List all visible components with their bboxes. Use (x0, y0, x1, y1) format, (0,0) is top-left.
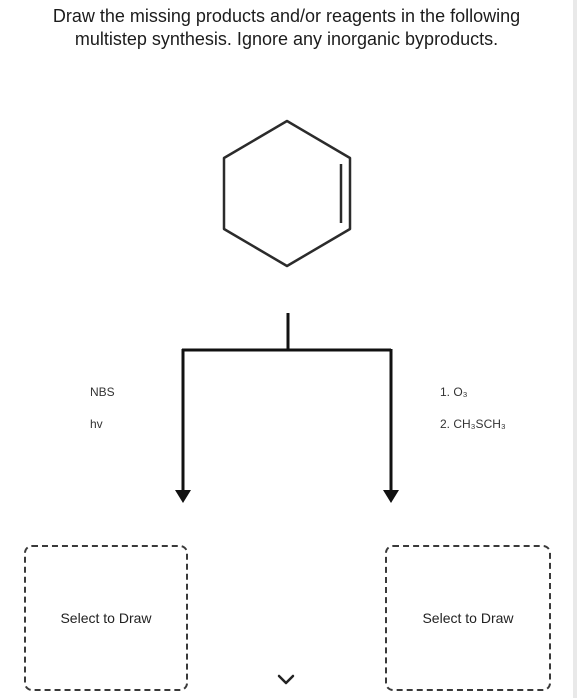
left-reagent-nbs: NBS (90, 385, 115, 399)
right-draw-label: Select to Draw (422, 610, 514, 626)
left-arrowhead (175, 490, 191, 503)
right-reagent-ozone: 1. O₃ (440, 385, 468, 399)
cyclohexene-structure (222, 119, 352, 268)
right-product-draw-box[interactable]: Select to Draw (385, 545, 551, 691)
branch-arrows (181, 313, 393, 492)
right-reagent-dms: 2. CH₃SCH₃ (440, 417, 506, 431)
question-instructions: Draw the missing products and/or reagent… (20, 5, 553, 51)
chevron-down-icon[interactable] (276, 672, 296, 688)
instructions-line-1: Draw the missing products and/or reagent… (52, 6, 521, 26)
left-product-draw-box[interactable]: Select to Draw (24, 545, 188, 691)
left-reagent-hv: hv (90, 417, 103, 431)
left-draw-label: Select to Draw (60, 610, 152, 626)
right-scrollbar-edge (573, 0, 577, 698)
instructions-line-2: multistep synthesis. Ignore any inorgani… (74, 29, 499, 49)
right-arrowhead (383, 490, 399, 503)
